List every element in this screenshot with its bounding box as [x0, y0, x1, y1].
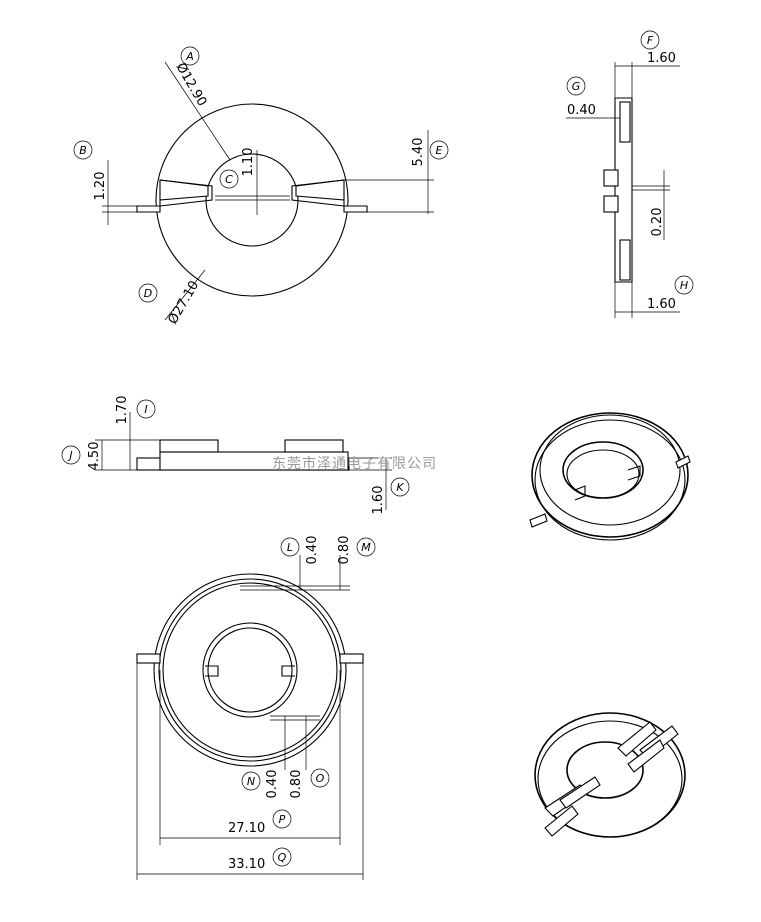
svg-text:K: K	[396, 481, 404, 494]
bubble-o: O	[310, 768, 330, 788]
dim-j-value: 4.50	[87, 442, 102, 471]
side-view	[566, 62, 680, 318]
bubble-e: E	[429, 140, 449, 160]
bubble-d: D	[138, 283, 158, 303]
bubble-j: J	[61, 445, 81, 465]
dim-c-value: 1.10	[241, 148, 256, 177]
bubble-q: Q	[272, 847, 292, 867]
bubble-h: H	[674, 275, 694, 295]
svg-text:E: E	[436, 144, 443, 157]
top-view	[102, 61, 434, 321]
svg-text:Q: Q	[278, 851, 287, 864]
dim-b-value: 1.20	[93, 172, 108, 201]
dim-m-value: 0.80	[337, 536, 352, 565]
company-watermark: 东莞市泽通电子有限公司	[272, 455, 437, 472]
side-view-dim-value: 0.20	[650, 208, 665, 237]
svg-text:A: A	[185, 50, 194, 63]
svg-text:L: L	[287, 541, 293, 554]
svg-text:P: P	[279, 813, 286, 826]
dim-l-value: 0.40	[305, 536, 320, 565]
svg-text:I: I	[144, 403, 147, 416]
svg-text:F: F	[647, 34, 654, 47]
dim-g-value: 0.40	[567, 103, 596, 118]
bubble-p: P	[272, 809, 292, 829]
bubble-i: I	[136, 399, 156, 419]
bubble-k: K	[390, 477, 410, 497]
dim-d-value: Ø27.10	[165, 278, 202, 327]
dim-a-value: Ø12.90	[173, 61, 210, 110]
svg-text:B: B	[79, 144, 87, 157]
bubble-n: N	[241, 771, 261, 791]
bubble-f: F	[640, 30, 660, 50]
dim-k-value: 1.60	[371, 486, 386, 515]
svg-text:J: J	[67, 449, 72, 462]
dim-e-value: 5.40	[411, 138, 426, 167]
bubble-b: B	[73, 140, 93, 160]
svg-text:C: C	[225, 173, 233, 186]
dim-p-value: 27.10	[228, 821, 265, 836]
bubble-a: A	[180, 46, 200, 66]
bottom-view	[136, 555, 364, 880]
iso-view-bottom	[534, 712, 686, 838]
svg-text:N: N	[247, 775, 255, 788]
bubble-g: G	[566, 76, 586, 96]
svg-text:O: O	[316, 772, 325, 785]
bubble-l: L	[280, 537, 300, 557]
svg-text:D: D	[144, 287, 152, 300]
svg-text:H: H	[680, 279, 688, 292]
iso-view-top	[529, 412, 691, 541]
dim-h-value: 1.60	[647, 297, 676, 312]
bubble-c: C	[219, 169, 239, 189]
svg-text:G: G	[572, 80, 581, 93]
dim-n-value: 0.40	[265, 770, 280, 799]
dim-i-value: 1.70	[115, 396, 130, 425]
bubble-m: M	[356, 537, 376, 557]
dim-f-value: 1.60	[647, 51, 676, 66]
dim-q-value: 33.10	[228, 857, 265, 872]
svg-text:M: M	[361, 541, 371, 554]
dim-o-value: 0.80	[289, 770, 304, 799]
front-view	[95, 412, 392, 510]
